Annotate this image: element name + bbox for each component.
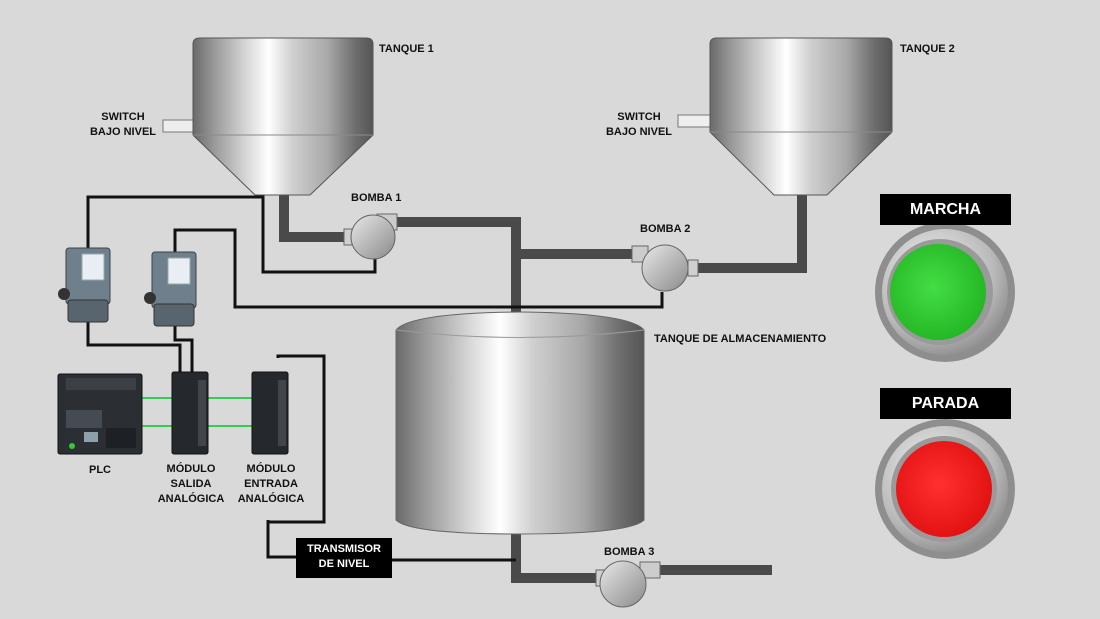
pump-1-label: BOMBA 1 [351,192,402,204]
pump-3 [595,560,661,608]
stop-button-light [896,441,992,537]
start-button-light [890,244,986,340]
output-module [171,371,209,455]
valve-1 [58,247,111,323]
start-button-label[interactable]: MARCHA [880,194,1011,225]
switch-2-label: SWITCH BAJO NIVEL [605,111,672,138]
switch-1-sensor [162,119,194,133]
pipe-storage-pump3 [511,532,600,583]
pipes [279,195,807,583]
start-button[interactable] [875,222,1015,362]
valve-2 [144,251,197,327]
pipe-tank1-pump1 [279,195,350,242]
storage-tank [395,311,645,535]
plc [57,373,143,455]
input-module [251,371,289,455]
switch-1-label: SWITCH BAJO NIVEL [89,111,156,138]
pump-3-label: BOMBA 3 [604,546,655,558]
input-module-label: MÓDULO ENTRADA ANALÓGICA [237,463,305,505]
pump-2 [631,244,699,292]
pump-1 [343,213,398,260]
stop-button-label[interactable]: PARADA [880,388,1011,419]
plc-label: PLC [89,464,111,476]
stop-button[interactable] [875,419,1015,559]
output-module-label: MÓDULO SALIDA ANALÓGICA [157,463,225,505]
storage-tank-label: TANQUE DE ALMACENAMIENTO [654,333,827,345]
level-transmitter: TRANSMISOR DE NIVEL [296,538,392,578]
tank-2-label: TANQUE 2 [900,43,955,55]
pump-2-label: BOMBA 2 [640,223,691,235]
tank-1-label: TANQUE 1 [379,43,434,55]
pipe-tank2-pump2 [696,195,807,273]
tank-1 [162,37,374,196]
pipe-pump1-header [395,217,521,312]
wires [86,195,664,562]
tank-2 [677,37,893,196]
switch-2-sensor [677,114,711,128]
